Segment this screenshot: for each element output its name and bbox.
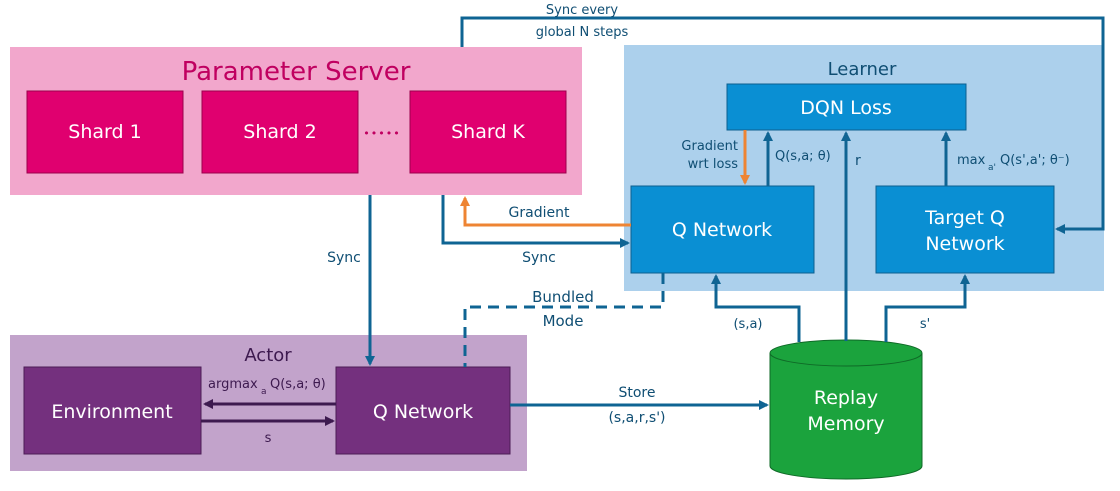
shard-k-label: Shard K [451,121,525,143]
actor-q-network-label: Q Network [373,401,473,423]
q-value-label: Q(s,a; θ) [775,149,831,164]
shard-ellipsis: ••••• [363,127,400,140]
learner-q-network-box [630,185,815,274]
replay-memory-label-1: Replay [814,387,878,409]
reward-label: r [855,153,861,169]
state-label: s [265,431,272,446]
gradient-label: Gradient [509,205,570,221]
target-max-sub: a' [988,163,996,173]
shard-2-label: Shard 2 [243,121,316,143]
replay-memory-cylinder [769,339,923,480]
sync-learner-label: Sync [522,250,556,266]
sync-to-learner-arrow [441,195,630,248]
state-action-label: (s,a) [733,317,762,332]
target-q-network-box [875,185,1055,274]
shard-k-box [409,90,567,174]
shard-2-box [201,90,359,174]
argmax-sub: a [261,387,267,397]
replay-memory-label-2: Memory [807,413,884,435]
store-label-1: Store [618,385,655,401]
gradient-wrt-loss-label-1: Gradient [681,139,738,154]
sync-every-n-steps-arrow [460,16,1105,234]
next-state-label: s' [920,317,930,332]
dqn-loss-label: DQN Loss [800,97,892,119]
sync-actor-label: Sync [327,250,361,266]
gradient-arrow [460,196,631,227]
bundled-mode-label-2: Mode [543,312,584,330]
environment-label: Environment [51,401,172,423]
argmax-prefix: argmax [208,377,258,392]
store-label-2: (s,a,r,s') [608,410,665,426]
actor-title: Actor [244,345,292,366]
bundled-mode-label-1: Bundled [532,288,594,306]
target-max-suffix: Q(s',a'; θ⁻) [1000,153,1070,168]
argmax-suffix: Q(s,a; θ) [270,377,326,392]
shard-1-box [26,90,184,174]
state-action-arrow [711,274,801,342]
shard-1-label: Shard 1 [68,121,141,143]
next-state-arrow [884,274,970,342]
parameter-server-title: Parameter Server [182,57,411,87]
bundled-mode-dashed-line [463,273,665,367]
environment-box [23,366,202,455]
sync-every-label-1: Sync every [546,3,618,18]
target-q-network-label-1: Target Q [924,207,1005,229]
target-q-network-label-2: Network [925,233,1004,255]
gradient-wrt-loss-label-2: wrt loss [688,157,739,172]
actor-q-network-box [335,366,511,455]
sync-every-label-2: global N steps [536,25,629,40]
target-max-prefix: max [957,153,986,168]
learner-title: Learner [828,59,897,80]
dqn-loss-box [726,83,967,131]
learner-q-network-label: Q Network [672,219,772,241]
